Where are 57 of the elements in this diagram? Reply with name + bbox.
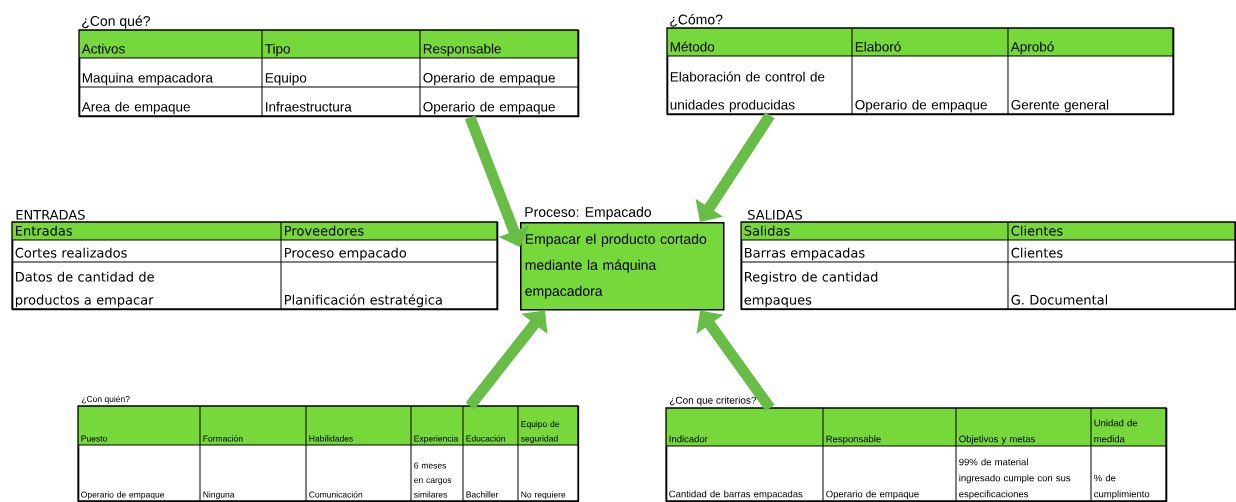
table-cell: % de cumplimiento bbox=[1094, 474, 1150, 500]
table-cell: Datos de cantidad de productos a empacar bbox=[15, 271, 154, 308]
table-cell: Clientes bbox=[1011, 247, 1063, 258]
table-cell: Operario de empaque bbox=[81, 491, 165, 500]
header-cell: Entradas bbox=[16, 225, 72, 236]
header-cell: Elaboró bbox=[855, 41, 901, 52]
table-title: ¿Con que criterios? bbox=[669, 396, 757, 406]
table-cell: Operario de empaque bbox=[855, 99, 987, 113]
header-cell: Habilidades bbox=[309, 435, 353, 442]
table-cell: Planificación estratégica bbox=[285, 294, 442, 308]
process-title: Proceso: Empacado bbox=[525, 206, 651, 220]
header-cell: Tipo bbox=[265, 43, 290, 57]
table-cell: No requiere bbox=[521, 491, 566, 500]
header-cell: Educación bbox=[466, 435, 505, 442]
table-cell: Barras empacadas bbox=[745, 247, 865, 261]
table-title: ¿Con quién? bbox=[81, 395, 130, 404]
table-cell: Infraestructura bbox=[266, 101, 352, 112]
table-cell: G. Documental bbox=[1011, 294, 1107, 305]
header-cell: Aprobó bbox=[1010, 41, 1054, 55]
table-cell: Proceso empacado bbox=[285, 247, 407, 261]
table-cell: Ninguna bbox=[203, 491, 235, 500]
table-title: ¿Con qué? bbox=[82, 15, 150, 29]
header-cell: Equipo de seguridad bbox=[521, 420, 560, 444]
table-title: SALIDAS bbox=[748, 209, 802, 220]
table-cell: Area de empaque bbox=[81, 101, 190, 115]
header-cell: Puesto bbox=[81, 435, 107, 442]
table-cell: Gerente general bbox=[1011, 99, 1109, 113]
header-cell: Método bbox=[670, 41, 715, 52]
table-cell: 6 meses en cargos similares bbox=[414, 462, 452, 498]
block-arrow bbox=[696, 310, 775, 412]
table-title: ¿Cómo? bbox=[670, 14, 723, 27]
table-cell: Maquina empacadora bbox=[82, 72, 213, 86]
header-cell: Experiencia bbox=[414, 435, 459, 444]
process-box: Empacar el producto cortado mediante la máquina empacadora bbox=[520, 222, 725, 311]
table-cell: Operario de empaque bbox=[423, 72, 555, 86]
header-cell: Responsable bbox=[423, 43, 501, 57]
header-cell: Indicador bbox=[669, 435, 708, 443]
header-cell: Salidas bbox=[744, 225, 790, 236]
table-cell: Elaboración de control de unidades producidas bbox=[670, 71, 825, 113]
table-cell: Operario de empaque bbox=[826, 490, 919, 500]
table-cell: Cantidad de barras empacadas bbox=[669, 490, 803, 500]
header-cell: Formación bbox=[203, 435, 243, 442]
table-cell: Equipo bbox=[265, 72, 307, 86]
table-cell: Cortes realizados bbox=[15, 247, 127, 258]
header-cell: Proveedores bbox=[285, 225, 364, 236]
table-cell: Operario de empaque bbox=[423, 101, 555, 115]
block-arrow bbox=[464, 115, 530, 247]
table-cell: Bachiller bbox=[466, 491, 499, 498]
table-cell: Registro de cantidad empaques bbox=[744, 271, 878, 308]
table-cell: 99% de material ingresado cumple con sus especificaciones bbox=[959, 458, 1071, 500]
header-cell: Responsable bbox=[826, 435, 881, 445]
header-cell: Unidad de medida bbox=[1094, 419, 1138, 443]
header-cell: Clientes bbox=[1011, 225, 1063, 236]
table-title: ENTRADAS bbox=[16, 209, 85, 220]
header-cell: Activos bbox=[81, 43, 125, 54]
header-cell: Objetivos y metas bbox=[959, 435, 1035, 445]
table-cell: Comunicación bbox=[309, 491, 363, 498]
